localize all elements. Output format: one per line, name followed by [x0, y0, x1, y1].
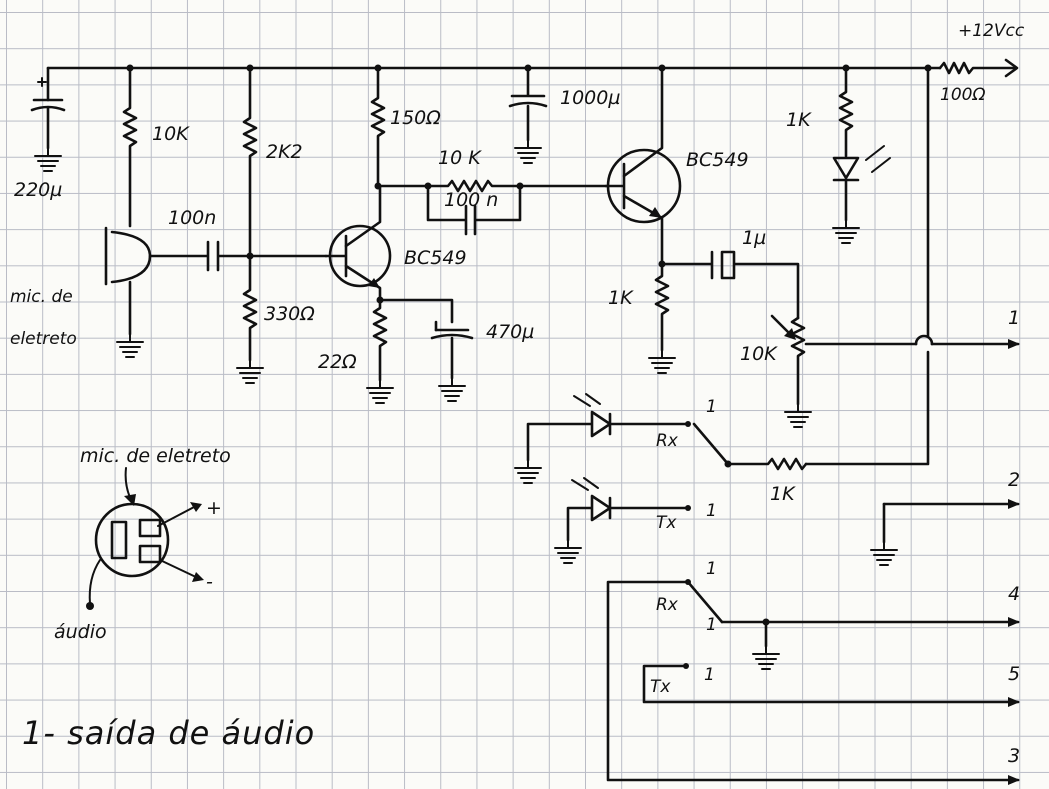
cap-1000u-label: 1000µ	[560, 87, 620, 109]
mic-plus-label: +	[206, 497, 222, 519]
output-1-label: 1	[1008, 307, 1020, 329]
mic-minus-label: -	[206, 571, 213, 593]
resistor-led-label: 1K	[786, 109, 812, 131]
switch2-rx-label: Rx	[656, 595, 679, 615]
switch1-pos-a: 1	[706, 397, 717, 417]
capacitor-220u	[30, 66, 66, 172]
output-3-label: 3	[1008, 745, 1020, 767]
resistor-q2-emitter-label: 1K	[608, 287, 634, 309]
switch1-pos-b: 1	[706, 501, 717, 521]
capacitor-100n	[148, 240, 254, 272]
power-led	[832, 64, 891, 244]
resistor-10k-feedback-label: 10 K	[438, 147, 482, 169]
switch2-pos-c: 1	[706, 559, 717, 579]
transistor-q2-label: BC549	[686, 149, 749, 171]
pot-10k-label: 10K	[740, 343, 778, 365]
cap-100n-feedback-label: 100 n	[444, 189, 498, 211]
bias-divider	[236, 64, 328, 384]
output-5-label: 5	[1008, 663, 1020, 685]
output-4-label: 4	[1008, 583, 1020, 605]
legend-text: 1- saída de áudio	[22, 714, 315, 752]
switch2-pos-d: 1	[706, 615, 717, 635]
capacitor-1000u	[508, 64, 548, 164]
microphone-symbol	[104, 226, 152, 358]
output-cap-pot	[660, 250, 1020, 428]
output-2-line	[870, 499, 1020, 566]
cap-220u-label: 220µ	[14, 179, 62, 201]
switch-rx-tx-2	[606, 579, 1020, 785]
resistor-2k2-label: 2K2	[266, 141, 303, 163]
resistor-10k-mic	[122, 64, 138, 228]
feedback-network	[376, 179, 608, 236]
mic-label-line1: mic. de	[10, 287, 73, 307]
resistor-switch-label: 1K	[770, 483, 796, 505]
supply-label: +12Vcc	[958, 21, 1025, 41]
transistor-q1-label: BC549	[404, 247, 467, 269]
resistor-10k-mic-label: 10K	[152, 123, 190, 145]
resistor-330-label: 330Ω	[264, 303, 315, 325]
cap-470u-label: 470µ	[486, 321, 534, 343]
switch1-rx-label: Rx	[656, 431, 679, 451]
supply-rail	[46, 58, 1019, 78]
output-2-label: 2	[1008, 469, 1020, 491]
right-bus	[724, 64, 932, 471]
supply-resistor-label: 100Ω	[940, 85, 985, 105]
switch2-tx-label: Tx	[650, 677, 671, 697]
resistor-150-label: 150Ω	[390, 107, 441, 129]
switch1-tx-label: Tx	[656, 513, 677, 533]
q1-emitter-network	[366, 296, 474, 404]
switch2-pos-e: 1	[704, 665, 715, 685]
resistor-22-label: 22Ω	[318, 351, 357, 373]
mic-label-line2: eletreto	[10, 329, 77, 349]
switch-rx-tx-1	[514, 393, 730, 564]
mic-detail-label: mic. de eletreto	[80, 445, 231, 467]
transistor-q2	[604, 64, 682, 374]
transistor-q1	[324, 184, 392, 302]
mic-pinout-detail	[86, 467, 204, 610]
cap-1u-label: 1µ	[742, 227, 766, 249]
mic-audio-label: áudio	[54, 621, 107, 643]
cap-100n-label: 100n	[168, 207, 216, 229]
resistor-150	[370, 64, 386, 190]
